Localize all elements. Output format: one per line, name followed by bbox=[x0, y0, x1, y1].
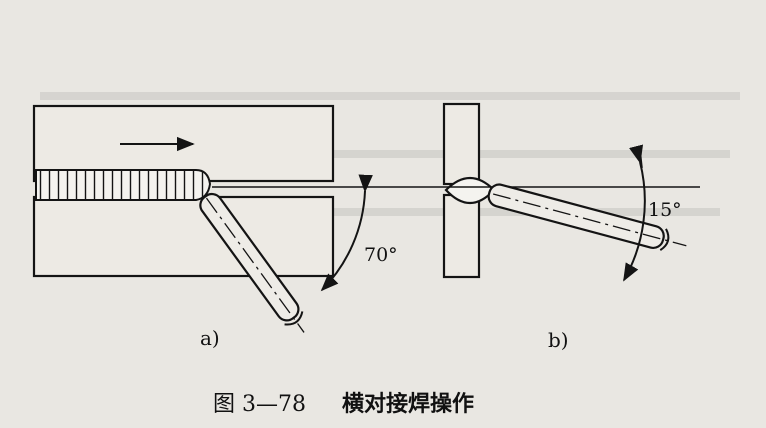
label-b: b) bbox=[548, 328, 569, 352]
electrode-a bbox=[199, 192, 305, 333]
caption-number: 图 3—78 bbox=[213, 392, 306, 417]
angle-label-70: 70° bbox=[364, 244, 398, 266]
angle-arc-70 bbox=[320, 174, 373, 292]
background-bleed bbox=[40, 92, 740, 216]
electrode-b bbox=[487, 183, 687, 251]
label-a: a) bbox=[200, 326, 220, 350]
upper-plate-section bbox=[442, 102, 481, 186]
caption-title: 横对接焊操作 bbox=[342, 391, 474, 417]
angle-arc-15 bbox=[623, 144, 646, 282]
lower-plate bbox=[32, 195, 335, 278]
figure-a bbox=[32, 104, 420, 333]
figure-b bbox=[420, 102, 700, 282]
angle-label-15: 15° bbox=[648, 199, 682, 221]
weld-bead bbox=[35, 169, 212, 201]
lower-plate-section bbox=[442, 193, 481, 279]
